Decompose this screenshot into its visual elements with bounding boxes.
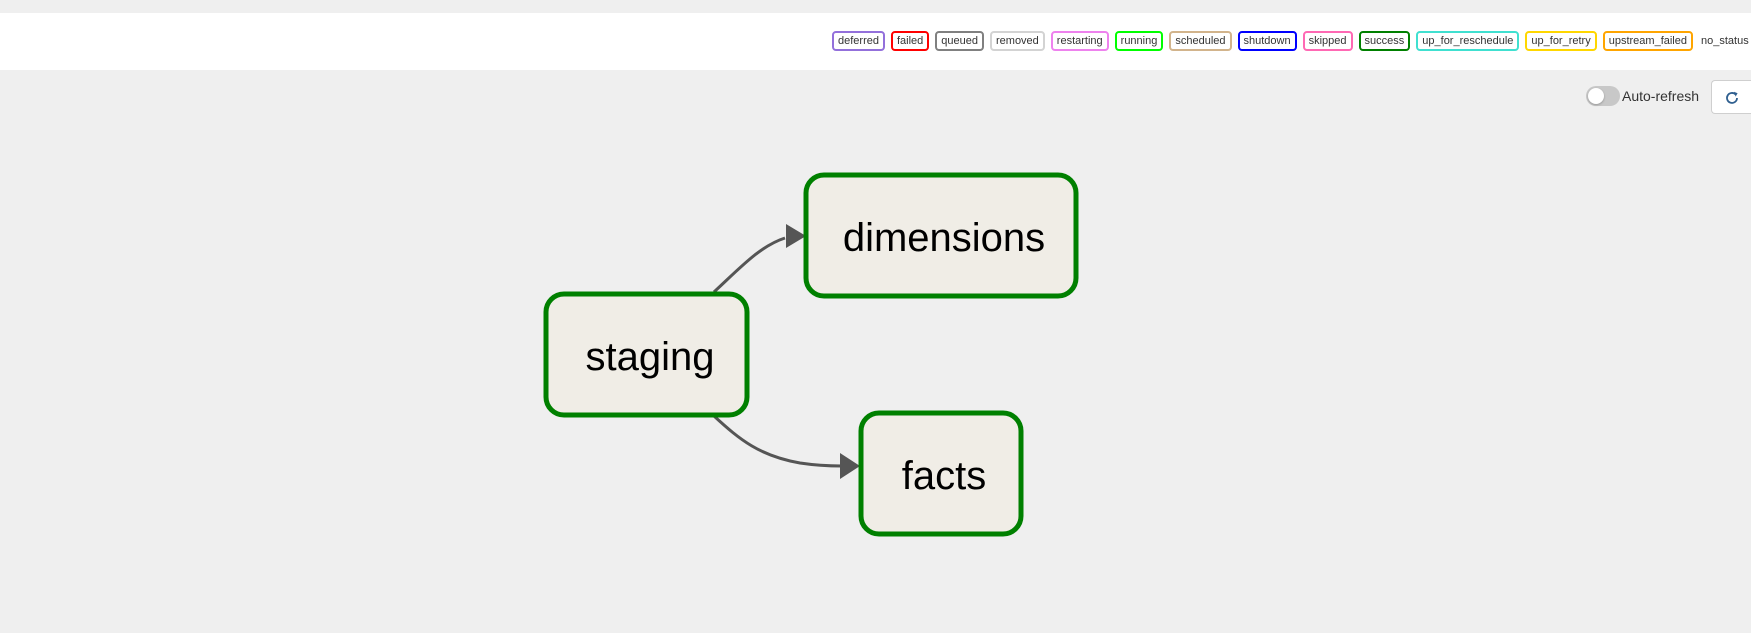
legend-removed[interactable]: removed <box>990 31 1045 51</box>
legend-restarting[interactable]: restarting <box>1050 31 1109 51</box>
task-label-staging: staging <box>586 335 715 379</box>
dag-graph-svg[interactable]: staging dimensions facts <box>0 70 1751 633</box>
auto-refresh-label[interactable]: Auto-refresh <box>1622 88 1700 104</box>
legend-no-status[interactable]: no_status <box>1701 35 1749 47</box>
legend-deferred[interactable]: deferred <box>832 31 885 51</box>
task-node-facts[interactable]: facts <box>858 410 1024 537</box>
legend-up-for-reschedule[interactable]: up_for_reschedule <box>1416 31 1520 51</box>
toggle-knob <box>1588 88 1604 104</box>
dag-graph-canvas[interactable]: staging dimensions facts <box>0 70 1751 633</box>
edge-staging-dimensions <box>712 224 806 294</box>
legend-shutdown[interactable]: shutdown <box>1237 31 1297 51</box>
legend-failed[interactable]: failed <box>890 31 930 51</box>
auto-refresh-toggle[interactable] <box>1586 86 1620 106</box>
legend-upstream-failed[interactable]: upstream_failed <box>1602 31 1693 51</box>
task-label-dimensions: dimensions <box>843 216 1045 260</box>
graph-toolbar: Auto-refresh <box>1580 80 1751 114</box>
task-label-facts: facts <box>902 454 986 498</box>
legend-queued[interactable]: queued <box>935 31 984 51</box>
refresh-button[interactable] <box>1711 80 1751 114</box>
legend-scheduled[interactable]: scheduled <box>1169 31 1232 51</box>
task-node-dimensions[interactable]: dimensions <box>803 172 1079 299</box>
legend-success[interactable]: success <box>1358 31 1411 51</box>
top-strip <box>0 0 1751 13</box>
edge-staging-facts <box>712 414 860 479</box>
legend-up-for-retry[interactable]: up_for_retry <box>1525 31 1597 51</box>
legend-skipped[interactable]: skipped <box>1302 31 1353 51</box>
task-node-staging[interactable]: staging <box>543 291 750 418</box>
refresh-icon <box>1726 91 1738 104</box>
legend-running[interactable]: running <box>1114 31 1164 51</box>
